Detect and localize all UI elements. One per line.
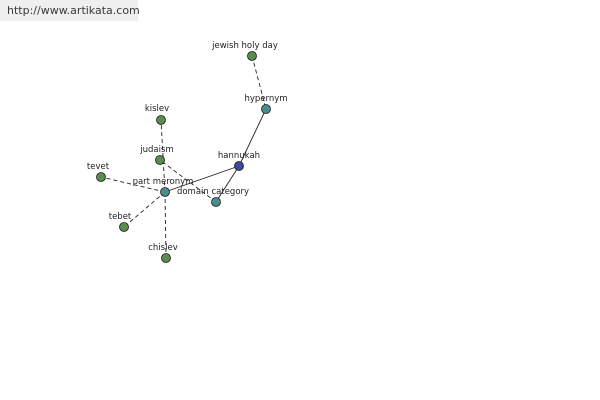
node-dot-judaism[interactable]	[155, 155, 165, 165]
node-dot-jewish-holy-day[interactable]	[247, 51, 257, 61]
edge-hypernym-to-hannukah	[238, 108, 267, 167]
node-dot-chislev[interactable]	[161, 253, 171, 263]
node-dot-kislev[interactable]	[156, 115, 166, 125]
node-kislev[interactable]: kislev	[145, 104, 169, 125]
url-banner: http://www.artikata.com	[0, 0, 140, 21]
node-domain-category[interactable]: domain category	[177, 187, 249, 207]
edge-domain-category-to-judaism	[159, 159, 217, 203]
node-label-hypernym: hypernym	[244, 94, 287, 104]
node-label-kislev: kislev	[145, 104, 169, 114]
node-label-domain-category: domain category	[177, 187, 249, 197]
node-dot-tebet[interactable]	[119, 222, 129, 232]
node-label-judaism: judaism	[139, 145, 173, 155]
node-dot-part-meronym[interactable]	[160, 187, 170, 197]
edge-jewish-holy-day-to-hypernym	[251, 55, 267, 110]
nodes-layer: jewish holy day hypernym kislev judaism hann…	[87, 41, 288, 263]
node-label-part-meronym: part meronym	[133, 177, 194, 187]
edge-hannukah-to-domain-category	[215, 165, 240, 203]
edge-hannukah-to-part-meronym	[164, 165, 240, 193]
node-tevet[interactable]: tevet	[87, 162, 110, 182]
edge-part-meronym-to-tebet	[123, 191, 166, 228]
node-dot-domain-category[interactable]	[211, 197, 221, 207]
node-dot-hannukah[interactable]	[234, 161, 244, 171]
node-label-tebet: tebet	[109, 212, 132, 222]
node-label-jewish-holy-day: jewish holy day	[211, 41, 278, 51]
site-url[interactable]: http://www.artikata.com	[7, 4, 140, 17]
node-judaism[interactable]: judaism	[139, 145, 174, 165]
node-dot-tevet[interactable]	[96, 172, 106, 182]
node-dot-hypernym[interactable]	[261, 104, 271, 114]
edges-layer	[100, 55, 267, 259]
node-label-chislev: chislev	[148, 243, 177, 253]
edge-part-meronym-to-kislev	[160, 119, 166, 193]
node-label-hannukah: hannukah	[218, 151, 260, 161]
node-part-meronym[interactable]: part meronym	[133, 177, 194, 197]
node-chislev[interactable]: chislev	[148, 243, 178, 263]
node-hannukah[interactable]: hannukah	[218, 151, 260, 171]
node-label-tevet: tevet	[87, 162, 110, 172]
node-tebet[interactable]: tebet	[109, 212, 132, 232]
node-jewish-holy-day[interactable]: jewish holy day	[211, 41, 278, 61]
edge-part-meronym-to-tevet	[100, 176, 166, 193]
node-hypernym[interactable]: hypernym	[244, 94, 288, 114]
